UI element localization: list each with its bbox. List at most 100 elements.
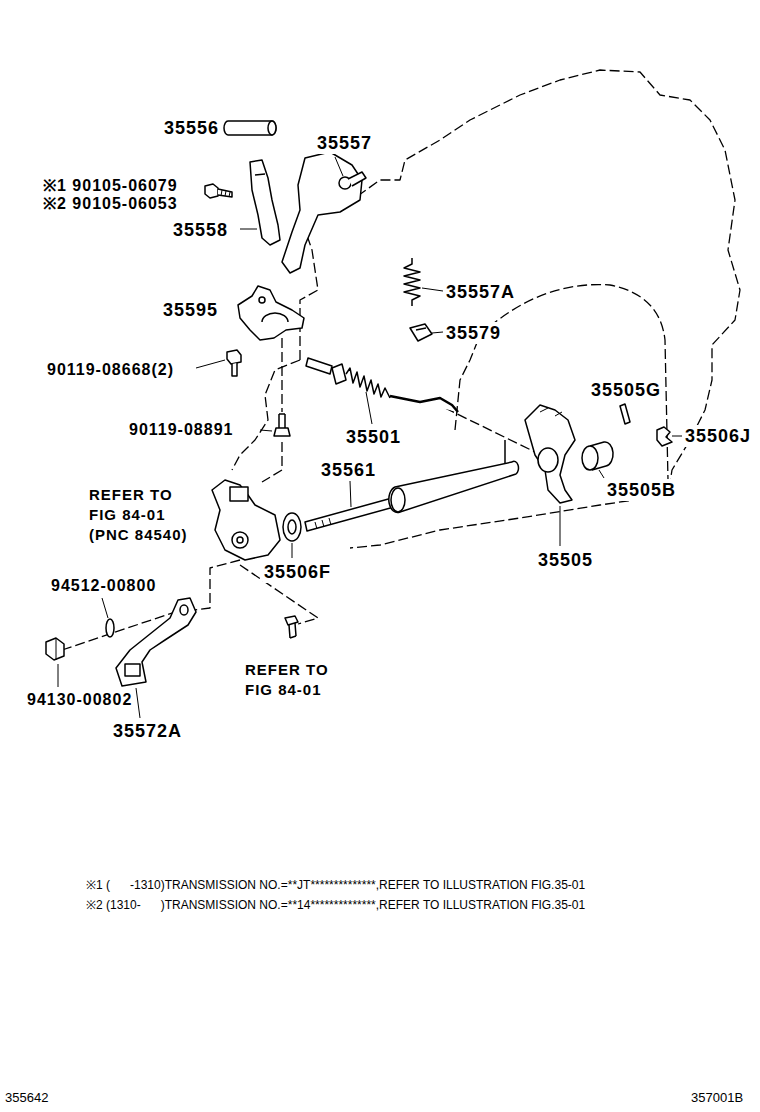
leader-line [560,506,561,546]
switch-part [237,537,243,543]
shaft-part [305,440,518,531]
cable-part [346,368,390,398]
lever-part [116,598,196,686]
pin-part [224,121,276,135]
bracket-part [238,286,304,340]
bracket-part [238,286,304,340]
pin-part [224,121,276,135]
leader-line [366,392,372,424]
detent-plate-part [540,408,562,416]
detent-plate-part [538,448,558,472]
transmission-outline [445,408,535,452]
switch-part [230,487,248,501]
bolt-part [285,616,298,638]
nut-part [56,638,57,660]
shaft-part [389,461,519,512]
leader-line [292,543,293,558]
spring-part [404,258,420,306]
figure-code: 355642 [4,1090,49,1106]
callout-number: 35561 [320,459,377,481]
leader-line [240,229,257,230]
cable-part [306,358,332,374]
lever-part [180,605,188,615]
pin-part [620,404,630,424]
leader-line [58,664,59,687]
lever-part [116,598,196,686]
plug-part [410,324,432,341]
callout-number: 35505B [606,479,677,501]
callout-number: 94512-00800 [50,576,157,596]
callout-number: 35572A [112,720,183,742]
callout-number: 35505 [537,549,594,571]
callout-number: ※2 90105-06053 [42,194,179,214]
footnote: ※2 (1310- )TRANSMISSION NO.=**14********… [85,897,586,913]
plug-part [410,324,432,341]
bolt-part [227,350,241,364]
leader-line [136,688,140,718]
detent-plate-part [525,405,575,503]
bolt-part [218,189,232,197]
spring-part [404,258,420,306]
leader-line [196,360,225,368]
leader-line [432,332,443,333]
callout-number: 90119-08668(2) [46,360,175,380]
bolt-part [227,350,290,436]
collar-part [582,442,613,470]
shaft-part [305,498,394,531]
bolt-part [285,616,298,625]
cable-part [332,364,346,384]
callout-number: 35595 [162,299,219,321]
bolt-part [274,428,290,436]
bolt-part [279,414,285,428]
bolt-part [205,184,232,198]
washer-part [106,619,114,637]
shaft-part [504,440,506,464]
bolt-part [221,190,230,197]
spring-plate-part [250,160,280,245]
callout-number: 35506F [263,561,332,583]
leader-line [335,157,343,176]
leader-line [672,436,682,437]
leader-line [350,481,351,507]
cable-part [390,396,458,412]
callout-number: 35556 [163,117,220,139]
callout-number: 35557 [316,132,373,154]
lever-part [125,664,140,676]
figure-code: 357001B [690,1090,744,1106]
callout-number: 35557A [445,281,516,303]
pin-part [268,121,276,135]
leader-line [422,288,443,291]
detent-plate-part [525,405,575,503]
washer-part [106,619,114,637]
transmission-outline [195,560,240,610]
callout-number: 35579 [445,322,502,344]
leader-line [58,157,682,718]
lever-part [282,152,366,273]
spring-plate-part [250,160,280,245]
collar-part [582,446,598,470]
transmission-outline [262,442,282,482]
bracket-part [262,313,288,322]
nut-part [46,638,64,660]
leader-line [102,598,108,618]
bolt-part [232,363,237,376]
footnote: ※1 ( -1310)TRANSMISSION NO.=**JT********… [85,877,586,893]
bolt-part [205,184,218,198]
leader-line [599,470,604,478]
lever-part [348,172,366,186]
leader-line [260,430,272,431]
callout-number: 35558 [172,219,229,241]
transmission-outline [300,70,740,548]
transmission-outline [281,338,282,412]
callout-number: 90119-08891 [128,420,234,440]
reference-note: REFER TO FIG 84-01 (PNC 84540) [88,485,195,545]
switch-part [212,480,280,560]
switch-part [232,532,248,548]
plug-part [416,328,426,330]
seal-part [288,520,296,534]
callout-number: ※1 90105-06079 [42,176,179,196]
spring-plate-part [255,174,265,175]
switch-part [212,480,280,560]
